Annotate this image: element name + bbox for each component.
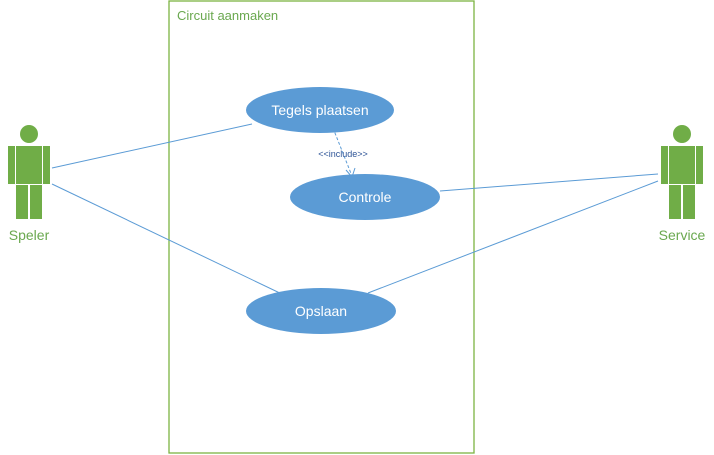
actor-speler-label: Speler — [9, 227, 50, 243]
usecase-opslaan[interactable] — [246, 288, 396, 334]
actor-speler-icon — [8, 125, 50, 219]
association-speler-opslaan — [51, 183, 285, 296]
usecase-opslaan-label: Opslaan — [295, 303, 347, 319]
association-service-opslaan — [367, 180, 659, 294]
actor-service-label: Service — [659, 227, 706, 243]
actor-speler[interactable]: Speler — [8, 125, 50, 243]
system-boundary — [168, 0, 475, 454]
association-speler-tegels — [51, 123, 253, 169]
actor-service[interactable]: Service — [659, 125, 706, 243]
system-boundary-title: Circuit aanmaken — [177, 8, 278, 23]
include-label: <<include>> — [318, 149, 368, 159]
usecase-controle[interactable] — [290, 174, 440, 220]
usecase-tegels-plaatsen[interactable] — [246, 87, 394, 133]
association-service-controle — [439, 173, 659, 192]
usecase-tegels-plaatsen-label: Tegels plaatsen — [271, 102, 368, 118]
usecase-controle-label: Controle — [339, 189, 392, 205]
include-line — [332, 127, 353, 177]
actor-service-icon — [661, 125, 703, 219]
